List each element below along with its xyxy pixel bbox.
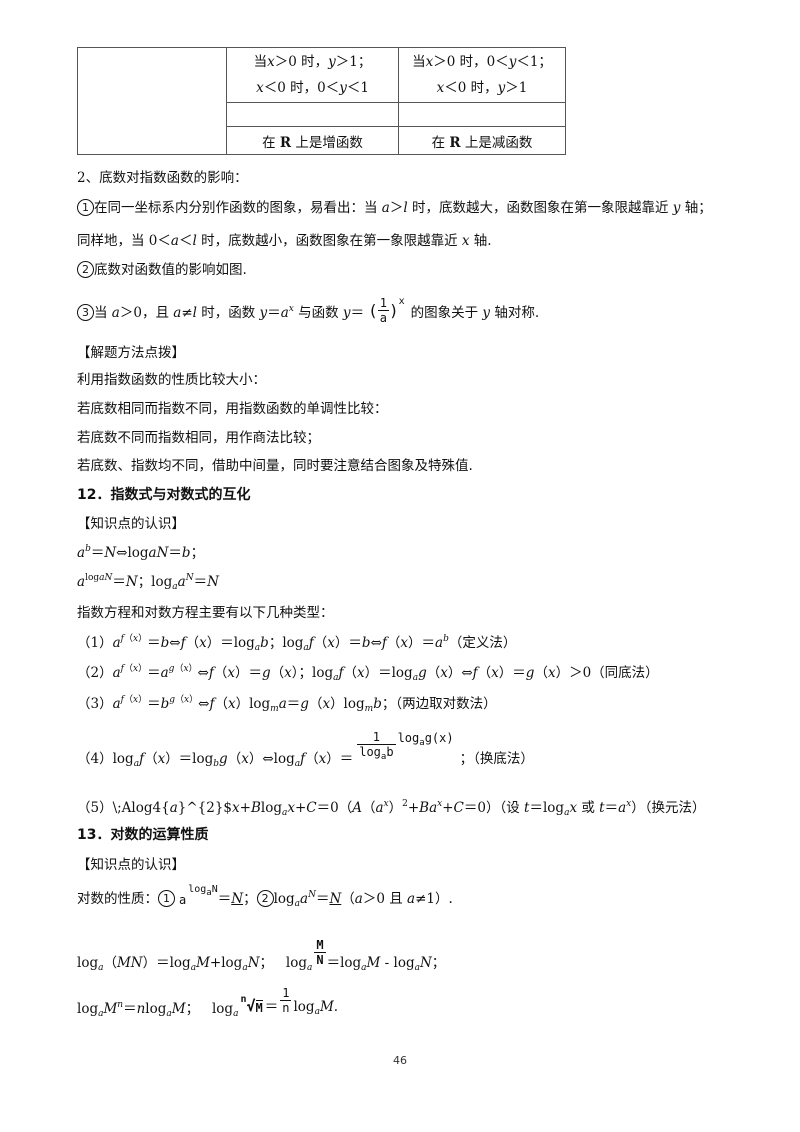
text: ；（换底法） — [459, 751, 534, 767]
fraction-denominator: n — [282, 1001, 290, 1015]
table-cell-increasing-values: 当x＞0 时，y＞1； x＜0 时，0＜y＜1 — [226, 47, 399, 103]
identity-formula: a logaN — [179, 884, 218, 907]
fraction-denominator: N — [316, 953, 324, 967]
properties-table: 当x＞0 时，y＞1； x＜0 时，0＜y＜1 当x＞0 时，0＜y＜1； x＜… — [77, 47, 566, 155]
log-expression: logag(x) — [397, 730, 454, 748]
fraction: 1 logab — [357, 730, 396, 762]
paragraph: 若底数不同而指数相同，用作商法比较； — [77, 430, 320, 446]
formula-line: alogaN＝N；logaaN＝N — [77, 573, 219, 592]
fraction-numerator: 1 — [280, 986, 292, 1001]
paragraph: 利用指数函数的性质比较大小： — [77, 372, 266, 388]
text: logaMn＝nlogaM； loga — [77, 1000, 239, 1019]
cell-line: x＜0 时，y＞1 — [436, 80, 528, 96]
text: （4）logaf（x）＝logbg（x）⇔logaf（x）＝ — [77, 751, 354, 769]
paragraph: 若底数相同而指数不同，用指数函数的单调性比较： — [77, 401, 388, 417]
table-cell-empty — [398, 102, 566, 127]
paragraph: 指数方程和对数方程主要有以下几种类型： — [77, 605, 334, 621]
text: 的图象关于 y 轴对称. — [410, 304, 540, 321]
knowledge-title: 【知识点的认识】 — [77, 857, 185, 873]
log-property-line-3: logaMn＝nlogaM； loga n √ M ＝ 1 n logaM. — [77, 986, 339, 1019]
fraction-numerator: 1 — [357, 730, 396, 745]
table-cell-increasing: 在 R 上是增函数 — [226, 126, 399, 155]
page-number: 46 — [393, 1054, 407, 1067]
fraction-numerator: M — [314, 938, 326, 953]
equation-type-5: （5）\;Alog4{a}^{2}$x+Blogax+C＝0（A（ax）2+Ba… — [77, 799, 706, 818]
radicand: M — [255, 1000, 263, 1015]
table-row: 当x＞0 时，y＞1； x＜0 时，0＜y＜1 当x＞0 时，0＜y＜1； x＜… — [77, 47, 566, 155]
fraction: 1 n — [280, 986, 292, 1015]
fraction-numerator: 1 — [377, 296, 389, 311]
table-row: 在 R 上是增函数 在 R 上是减函数 — [78, 126, 566, 155]
section-title: 2、底数对指数函数的影响： — [77, 170, 248, 186]
section-heading: 13．对数的运算性质 — [77, 827, 209, 843]
base: a — [179, 893, 187, 907]
text: ＝logaM - logaN； — [326, 955, 446, 973]
fraction: M N — [314, 938, 326, 967]
equation-type-2: （2）af（x）＝ag（x）⇔f（x）＝g（x）；logaf（x）＝logag（… — [77, 664, 659, 683]
equation-type-3: （3）af（x）＝bg（x）⇔f（x）logma＝g（x）logmb；（两边取对… — [77, 695, 497, 714]
text: 对数的性质：1 — [77, 887, 175, 907]
exponent: logaN — [188, 884, 218, 898]
paragraph: 同样地，当 0＜a＜l 时，底数越小，函数图象在第一象限越靠近 x 轴. — [77, 233, 492, 249]
equation-type-1: （1）af（x）＝b⇔f（x）＝logab；logaf（x）＝b⇔f（x）＝ab… — [77, 634, 517, 653]
log-property-line-2: loga（MN）＝logaM+logaN； loga M N ＝logaM - … — [77, 938, 446, 973]
fraction-denominator: logab — [359, 745, 394, 762]
cell-line: 当x＞0 时，y＞1； — [253, 54, 372, 70]
radical: n √ M — [240, 994, 263, 1015]
table-cell-empty — [226, 102, 399, 127]
table-cell-empty — [77, 47, 227, 155]
formula-line: ab＝N⇔logaN＝b； — [77, 544, 205, 562]
root-index: n — [240, 994, 247, 1005]
exponent: x — [398, 296, 405, 307]
paragraph: 若底数、指数均不同，借助中间量，同时要注意结合图象及特殊值. — [77, 458, 473, 474]
cell-line: x＜0 时，0＜y＜1 — [256, 80, 369, 96]
change-of-base-formula: 1 logab logag(x) — [357, 730, 454, 762]
fraction-power: ( 1 a ) x — [368, 296, 405, 325]
equation-type-4: （4）logaf（x）＝logbg（x）⇔logaf（x）＝ 1 logab l… — [77, 730, 534, 769]
fraction: 1 a — [377, 296, 389, 325]
table-cell-decreasing-values: 当x＞0 时，0＜y＜1； x＜0 时，y＞1 — [398, 47, 566, 103]
table-cell-decreasing: 在 R 上是减函数 — [398, 126, 566, 155]
text: loga（MN）＝logaM+logaN； loga — [77, 955, 313, 973]
fraction-denominator: a — [379, 311, 387, 325]
section-heading: 12．指数式与对数式的互化 — [77, 487, 251, 503]
knowledge-title: 【知识点的认识】 — [77, 516, 185, 532]
radical-sign: √ — [246, 997, 256, 1015]
tips-title: 【解题方法点拨】 — [77, 345, 185, 361]
cell-line: 当x＞0 时，0＜y＜1； — [412, 54, 552, 70]
text: logaM. — [293, 999, 339, 1017]
